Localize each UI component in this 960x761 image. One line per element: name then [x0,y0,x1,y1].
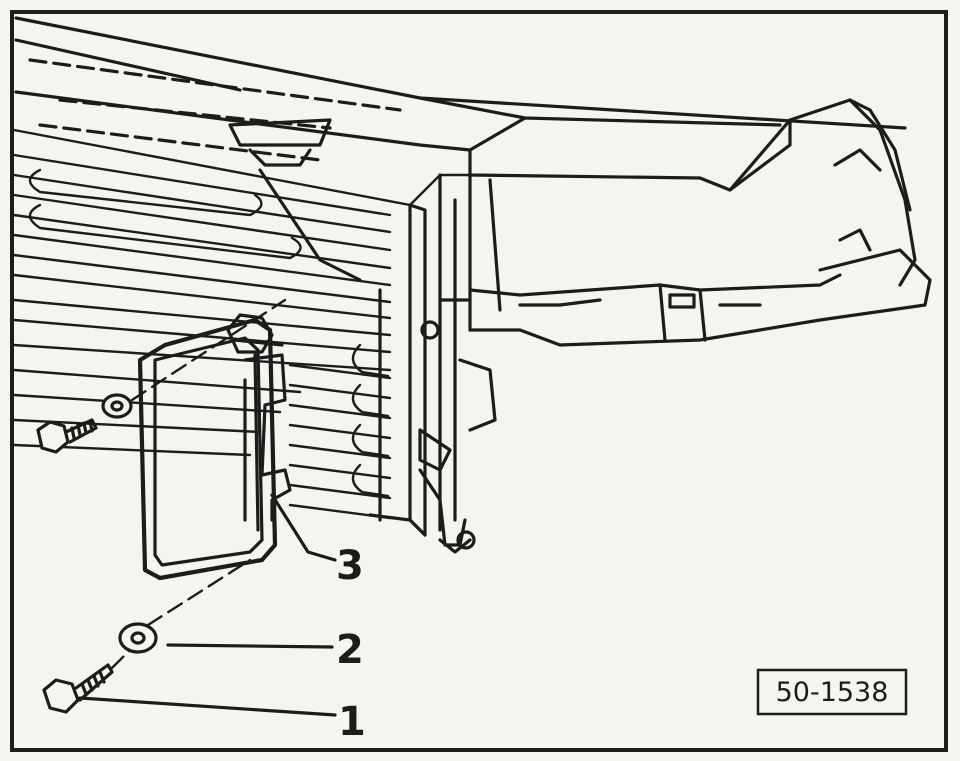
figure-id: 50-1538 [776,677,889,708]
bolt [42,663,114,714]
figure-id-box [756,668,908,716]
upper-leader-line [130,298,287,402]
callout-2: 2 [336,627,364,673]
lower-leader-line [146,558,252,627]
callout-3: 3 [336,543,364,589]
callout-2-leader [166,643,334,649]
callout-3-leader [270,493,337,562]
washer [118,622,158,654]
upper-bolt [36,418,98,454]
bracket [137,313,292,581]
figure-frame [10,10,948,752]
upper-panel [14,16,907,180]
callout-1: 1 [338,699,366,745]
callout-1-leader [78,696,337,717]
front-support-frame [368,98,932,554]
upper-washer [101,393,133,419]
